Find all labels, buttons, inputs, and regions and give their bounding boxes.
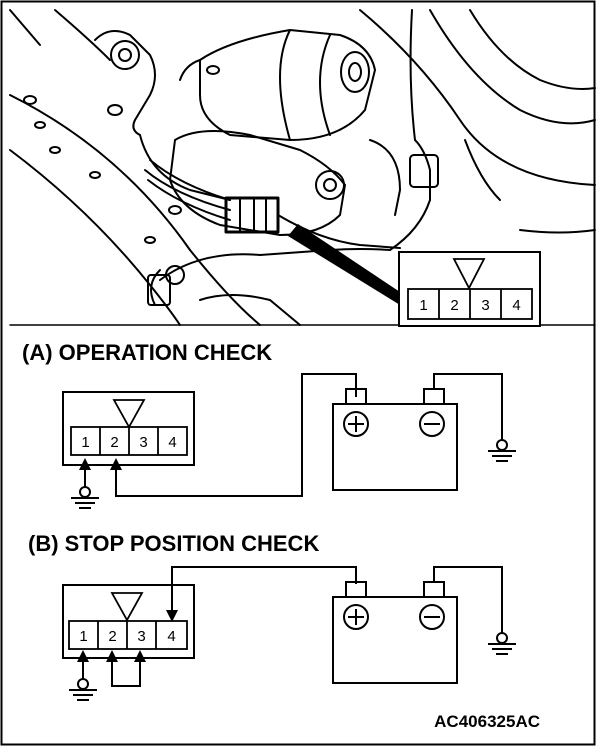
inset-pin-3: 3 (481, 297, 489, 314)
inset-pin-2: 2 (450, 297, 458, 314)
section-a-pin-3: 3 (139, 434, 147, 451)
section-b-circuit (62, 566, 503, 687)
inset-connector: 1 2 3 4 (398, 251, 541, 327)
section-a-pin-2: 2 (110, 434, 118, 451)
section-b-pin-1: 1 (79, 628, 87, 645)
connector-key-icon (452, 258, 486, 290)
section-b-pin4-arrow (166, 610, 178, 622)
section-b-pin-3: 3 (137, 628, 145, 645)
section-b-battery-positive-icon (343, 604, 369, 630)
section-a-battery-positive-icon (343, 411, 369, 437)
callout-pointer (288, 224, 400, 305)
section-a-battery-negative-icon (419, 411, 445, 437)
section-b-ground-icon-battery (488, 632, 516, 655)
inset-pin-1: 1 (419, 297, 427, 314)
section-a-pin-1: 1 (81, 434, 89, 451)
reference-code: AC406325AC (434, 712, 540, 731)
section-a-ground-icon-battery (488, 439, 516, 462)
section-a-pin-4: 4 (168, 434, 176, 451)
section-b-pin1-arrow (77, 650, 89, 662)
section-b-pin3-arrow (134, 650, 146, 662)
section-b-pin-2: 2 (108, 628, 116, 645)
wiper-motor-illustration (9, 9, 596, 326)
section-a-pin2-arrow (110, 458, 122, 470)
section-b-pin-4: 4 (167, 628, 175, 645)
section-a-title: (A) OPERATION CHECK (22, 340, 272, 365)
outer-frame (0, 0, 596, 746)
section-b-pin2-arrow (106, 650, 118, 662)
inset-pin-4: 4 (512, 297, 520, 314)
section-a-pin1-arrow (79, 458, 91, 470)
section-a-circuit (62, 373, 503, 497)
section-a-ground-icon-connector (71, 486, 99, 509)
section-b-title: (B) STOP POSITION CHECK (28, 531, 319, 556)
section-b-ground-icon-connector (69, 678, 97, 701)
section-b-battery-negative-icon (419, 604, 445, 630)
